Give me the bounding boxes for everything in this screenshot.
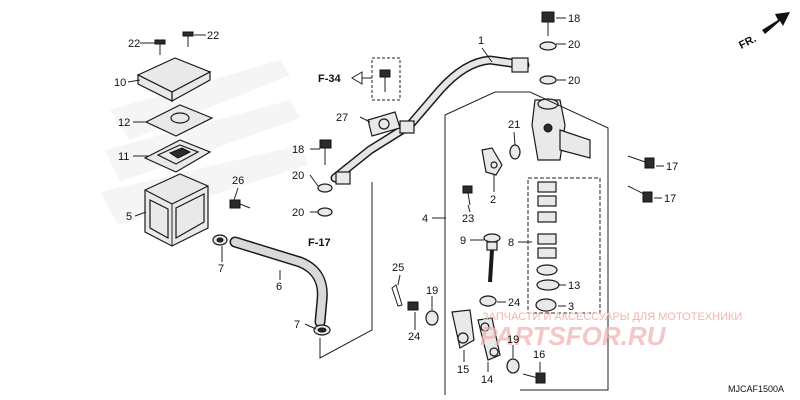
master-cylinder-body (531, 98, 591, 161)
ref-f17: F-17 (308, 237, 331, 249)
watermark-logo: PARTSFOR.RU (480, 321, 667, 351)
bolt-18-right (541, 11, 555, 36)
boot-3 (535, 298, 557, 312)
label-13: 13 (568, 280, 580, 292)
assembly-group-outline (444, 91, 609, 395)
label-12: 12 (118, 117, 130, 129)
reservoir-body (144, 173, 209, 247)
o-ring-21 (509, 144, 521, 160)
label-19a: 19 (426, 285, 438, 297)
label-23: 23 (462, 213, 474, 225)
label-9: 9 (460, 235, 466, 247)
label-24a: 24 (508, 297, 520, 309)
washer-20-right-bottom (539, 75, 557, 85)
diagram-code: MJCAF1500A (728, 384, 784, 394)
bolt-17-top (627, 155, 655, 169)
nut-24-right (479, 295, 497, 307)
clamp-7-top (212, 234, 228, 246)
label-3: 3 (568, 301, 574, 313)
label-26: 26 (232, 175, 244, 187)
label-15: 15 (457, 364, 469, 376)
label-22a: 22 (128, 38, 140, 50)
hose-clamp-27 (367, 111, 401, 137)
watermark-tagline: ЗАПЧАСТИ И АКСЕССУАРЫ ДЛЯ МОТОТЕХНИКИ (482, 311, 742, 323)
label-16: 16 (533, 349, 545, 361)
label-7a: 7 (218, 263, 224, 275)
bolt-18-left (319, 139, 332, 165)
label-7b: 7 (294, 319, 300, 331)
label-20d: 20 (568, 75, 580, 87)
label-2: 2 (490, 194, 496, 206)
label-8: 8 (508, 237, 514, 249)
washer-19-right (506, 358, 520, 374)
clamp-7-bottom (313, 324, 331, 336)
label-27: 27 (336, 112, 348, 124)
circlip-13 (536, 279, 560, 291)
label-11: 11 (118, 151, 129, 163)
label-22b: 22 (207, 30, 219, 42)
screw-22-left (154, 39, 166, 55)
push-rod-9 (483, 233, 501, 283)
leader-lines (127, 17, 664, 372)
pin-25 (391, 284, 403, 307)
label-20a: 20 (292, 170, 304, 182)
bolt-26 (229, 199, 251, 209)
piston-set-8 (536, 181, 558, 276)
washer-19-left (425, 310, 439, 326)
label-20b: 20 (292, 207, 304, 219)
label-18a: 18 (292, 144, 304, 156)
label-20c: 20 (568, 39, 580, 51)
front-direction-arrow (762, 12, 790, 34)
bolt-17-bottom (627, 185, 653, 203)
bolt-23 (462, 185, 473, 206)
label-6: 6 (276, 281, 282, 293)
label-25: 25 (392, 262, 404, 274)
ref-front: FR. (737, 33, 758, 52)
hose-joint-2 (481, 147, 503, 176)
screw-22-right (182, 31, 194, 47)
washer-20-right-top (539, 41, 557, 51)
nut-24-left (407, 301, 419, 311)
arm-14 (477, 317, 501, 361)
bolt-f34 (379, 69, 391, 92)
label-24b: 24 (408, 331, 420, 343)
joint-15 (451, 309, 475, 349)
label-4: 4 (422, 213, 428, 225)
ref-f34: F-34 (318, 73, 342, 85)
washer-20-left-bottom (317, 207, 333, 217)
label-14: 14 (481, 374, 493, 386)
label-17b: 17 (664, 193, 676, 205)
bolt-16 (522, 372, 546, 384)
label-18b: 18 (568, 13, 580, 25)
label-1: 1 (478, 35, 484, 47)
label-5: 5 (126, 211, 132, 223)
label-21: 21 (508, 119, 520, 131)
label-10: 10 (114, 77, 126, 89)
label-17a: 17 (666, 161, 678, 173)
label-19b: 19 (507, 334, 519, 346)
washer-20-left-top (317, 183, 333, 193)
